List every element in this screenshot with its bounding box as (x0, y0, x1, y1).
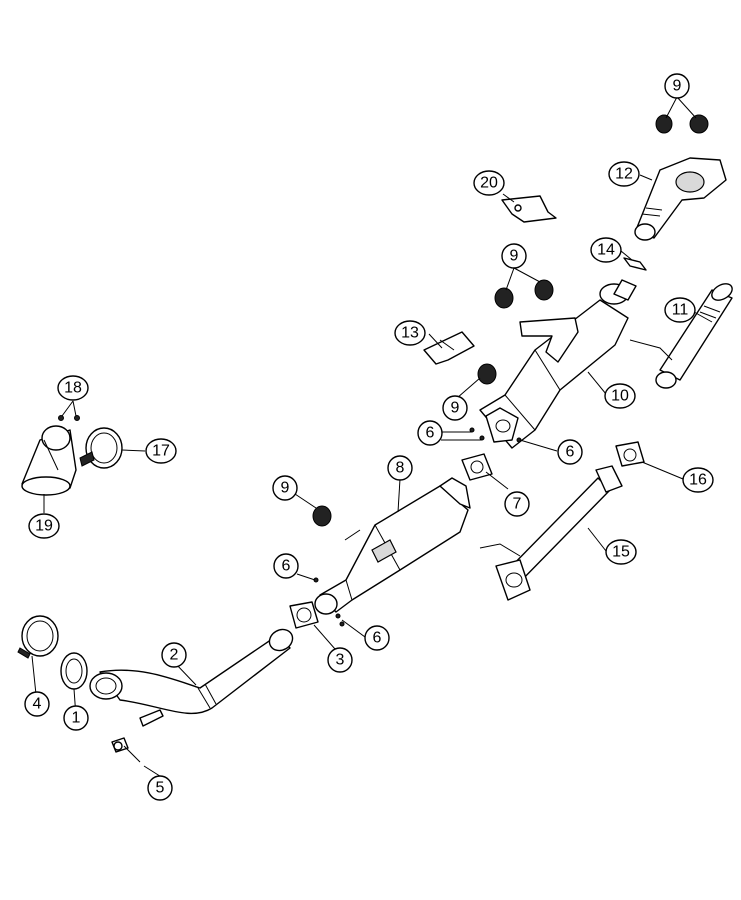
isolator-group (312, 114, 709, 527)
callout-3: 3 (327, 647, 353, 673)
callout-label: 16 (689, 472, 707, 489)
bracket-13 (423, 331, 475, 365)
callout-9-d: 9 (272, 475, 298, 501)
callout-4: 4 (24, 691, 50, 717)
callout-label: 14 (597, 242, 615, 259)
callout-label: 2 (170, 647, 179, 664)
diesel-particulate-filter (479, 279, 637, 449)
flange-gasket-7 (461, 453, 493, 481)
callout-9-a: 9 (664, 73, 690, 99)
callout-label: 6 (566, 444, 575, 461)
callout-label: 10 (611, 388, 629, 405)
callout-6-a: 6 (273, 553, 299, 579)
callout-label: 11 (672, 302, 689, 319)
leader-lines (31, 96, 713, 779)
callout-label: 18 (64, 380, 82, 397)
callout-label: 9 (673, 78, 682, 95)
callout-10: 10 (604, 383, 636, 409)
flange-gasket-16 (615, 441, 645, 467)
callout-14: 14 (590, 237, 622, 263)
callout-label: 8 (396, 460, 405, 477)
callout-label: 9 (281, 480, 290, 497)
callout-5: 5 (147, 775, 173, 801)
callout-17: 17 (145, 438, 177, 464)
exhaust-outlet-19 (21, 425, 77, 496)
callout-label: 19 (35, 518, 53, 535)
callout-label: 7 (513, 496, 522, 513)
callout-6-b: 6 (364, 625, 390, 651)
callout-label: 9 (510, 248, 519, 265)
callout-6-c: 6 (417, 420, 443, 446)
callout-label: 3 (336, 652, 345, 669)
front-pipe (89, 628, 294, 727)
callout-label: 12 (615, 166, 633, 183)
callout-label: 20 (480, 175, 498, 192)
callout-label: 15 (612, 544, 630, 561)
callout-18: 18 (57, 375, 89, 401)
callout-15: 15 (605, 539, 637, 565)
plug-14 (623, 257, 647, 271)
fasteners-18 (58, 415, 80, 421)
callout-9-b: 9 (501, 243, 527, 269)
callout-6-d: 6 (557, 439, 583, 465)
callout-label: 1 (72, 710, 81, 727)
rear-pipe (479, 465, 623, 601)
callout-16: 16 (682, 467, 714, 493)
callout-label: 17 (152, 443, 170, 460)
callout-label: 6 (426, 425, 435, 442)
callout-13: 13 (394, 320, 426, 346)
callout-label: 9 (451, 400, 460, 417)
bracket-20 (501, 195, 557, 223)
callout-2: 2 (161, 642, 187, 668)
callout-19: 19 (28, 513, 60, 539)
flange-gasket-3 (289, 601, 319, 629)
catalytic-converter (314, 477, 471, 615)
callout-label: 4 (33, 696, 42, 713)
band-clamp (17, 615, 59, 659)
callout-12: 12 (608, 161, 640, 187)
callout-label: 6 (282, 558, 291, 575)
callout-1: 1 (63, 705, 89, 731)
tailpipe-12 (634, 157, 727, 241)
callout-label: 5 (156, 780, 165, 797)
callout-label: 6 (373, 630, 382, 647)
callout-11: 11 (664, 297, 696, 323)
gasket-ring (60, 652, 88, 690)
exhaust-sensor (111, 737, 141, 763)
callout-8: 8 (387, 455, 413, 481)
callout-9-c: 9 (442, 395, 468, 421)
callout-label: 13 (401, 325, 419, 342)
clamp-ring-17 (79, 427, 123, 469)
tailpipe-11 (629, 283, 733, 389)
callout-20: 20 (473, 170, 505, 196)
callout-7: 7 (504, 491, 530, 517)
